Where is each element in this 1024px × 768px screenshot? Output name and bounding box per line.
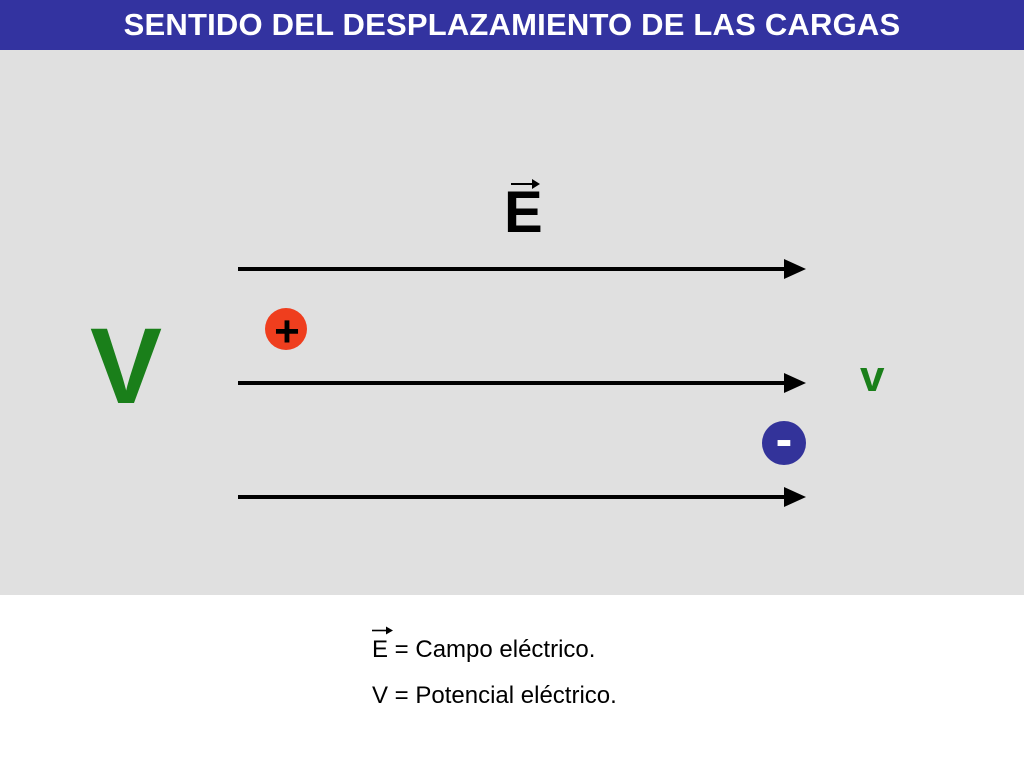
negative-charge: - bbox=[762, 414, 806, 465]
legend-field-text: = Campo eléctrico. bbox=[388, 636, 596, 663]
electric-field-label: E bbox=[504, 180, 543, 245]
low-potential-label: v bbox=[860, 352, 885, 401]
legend-potential-text: = Potencial eléctrico. bbox=[388, 682, 617, 709]
legend-potential-symbol: V bbox=[372, 682, 389, 709]
minus-icon: - bbox=[775, 411, 793, 467]
legend-field-symbol: E bbox=[372, 636, 389, 663]
title-bar: SENTIDO DEL DESPLAZAMIENTO DE LAS CARGAS bbox=[0, 0, 1024, 50]
high-potential-label: V bbox=[90, 305, 163, 426]
vector-arrow-icon bbox=[511, 179, 540, 189]
arrowhead-icon bbox=[784, 259, 806, 279]
legend-potential: V = Potencial eléctrico. bbox=[372, 684, 617, 708]
arrowhead-icon bbox=[784, 373, 806, 393]
arrowhead-icon bbox=[784, 487, 806, 507]
plus-icon: + bbox=[274, 307, 300, 356]
vector-arrow-icon bbox=[372, 626, 393, 635]
page-title: SENTIDO DEL DESPLAZAMIENTO DE LAS CARGAS bbox=[123, 7, 901, 42]
diagram-panel bbox=[0, 50, 1024, 595]
legend-field: E = Campo eléctrico. bbox=[372, 638, 595, 662]
positive-charge: + bbox=[265, 308, 307, 354]
